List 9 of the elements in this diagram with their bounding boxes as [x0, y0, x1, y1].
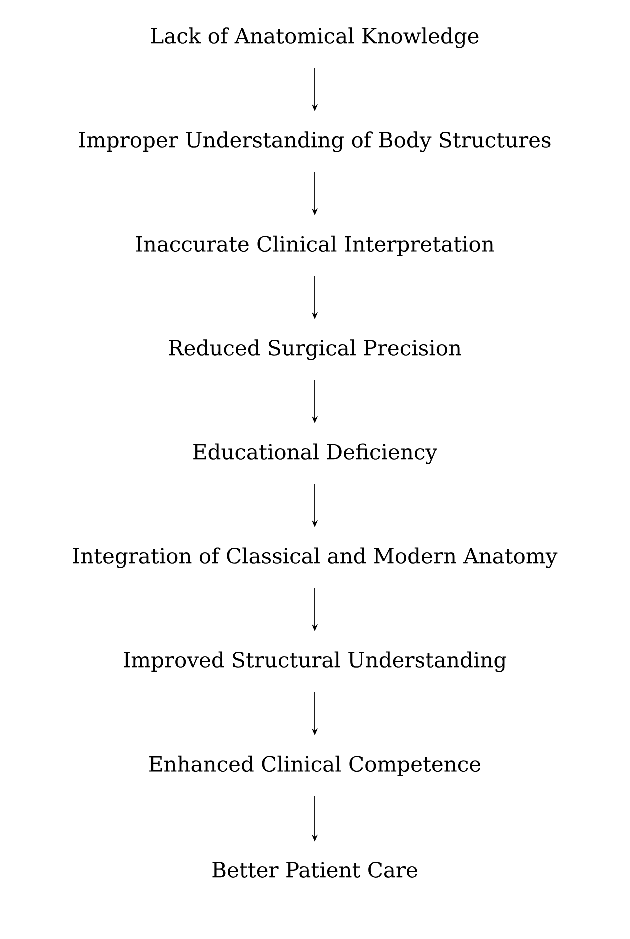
flow-step-text: Educational Deficiency — [194, 444, 438, 464]
flow-step-text: Enhanced Clinical Competence — [150, 756, 481, 776]
flow-step-text: Integration of Classical and Modern Anatomy — [73, 548, 558, 568]
flow-step-text: Better Patient Care — [212, 862, 418, 878]
flow-step-text: Lack of Anatomical Knowledge — [151, 28, 479, 48]
flow-step-text: Improved Structural Understanding — [124, 652, 507, 672]
flow-step-text: Inaccurate Clinical Interpretation — [136, 236, 494, 256]
flow-step-text: Reduced Surgical Precision — [169, 340, 462, 360]
flow-step-text: Improper Understanding of Body Structures — [79, 132, 551, 152]
